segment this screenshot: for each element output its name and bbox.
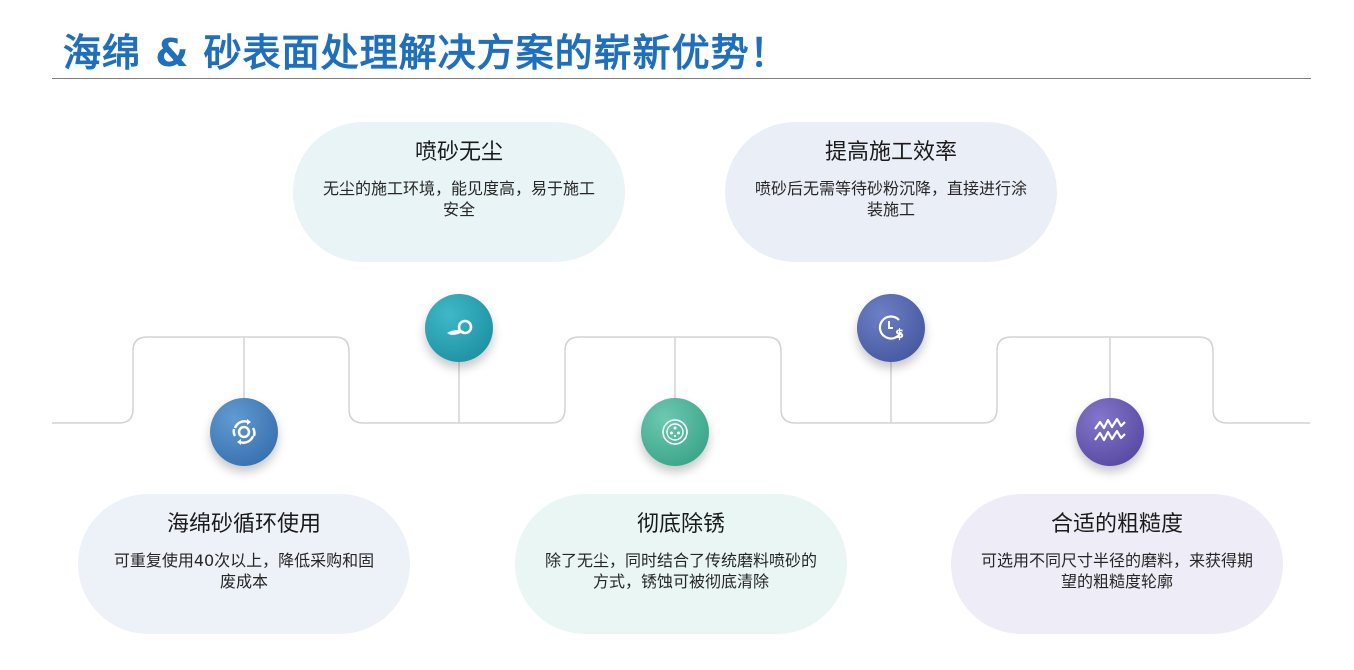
- target-dots-icon: [641, 398, 709, 466]
- feature-description: 除了无尘，同时结合了传统磨料喷砂的方式，锈蚀可被彻底清除: [545, 551, 818, 591]
- page-title: 海绵 & 砂表面处理解决方案的崭新优势！: [63, 31, 789, 75]
- feature-description: 可选用不同尺寸半径的磨料，来获得期望的粗糙度轮廓: [981, 551, 1254, 591]
- recycle-arrows-icon: [210, 398, 278, 466]
- feature-card-roughness: 合适的粗糙度 可选用不同尺寸半径的磨料，来获得期望的粗糙度轮廓: [951, 494, 1283, 634]
- feature-description: 可重复使用40次以上，降低采购和固废成本: [113, 551, 375, 591]
- feature-title: 合适的粗糙度: [1050, 512, 1183, 537]
- feature-card-dustless: 喷砂无尘 无尘的施工环境，能见度高，易于施工安全: [293, 122, 625, 262]
- feature-title: 喷砂无尘: [414, 140, 503, 165]
- feature-description: 无尘的施工环境，能见度高，易于施工安全: [323, 179, 596, 219]
- svg-text:$: $: [895, 327, 904, 342]
- title-divider: [52, 78, 1311, 79]
- feature-card-efficiency: 提高施工效率 喷砂后无需等待砂粉沉降，直接进行涂装施工: [725, 122, 1057, 262]
- feature-title: 彻底除锈: [636, 512, 725, 537]
- feature-title: 提高施工效率: [824, 140, 957, 165]
- sandblast-swirl-icon: [425, 294, 493, 362]
- feature-card-rust-removal: 彻底除锈 除了无尘，同时结合了传统磨料喷砂的方式，锈蚀可被彻底清除: [515, 494, 847, 634]
- feature-title: 海绵砂循环使用: [166, 512, 321, 537]
- feature-card-recycle: 海绵砂循环使用 可重复使用40次以上，降低采购和固废成本: [78, 494, 410, 634]
- rough-profile-icon: [1076, 398, 1144, 466]
- feature-description: 喷砂后无需等待砂粉沉降，直接进行涂装施工: [755, 179, 1028, 219]
- clock-dollar-icon: $: [857, 294, 925, 362]
